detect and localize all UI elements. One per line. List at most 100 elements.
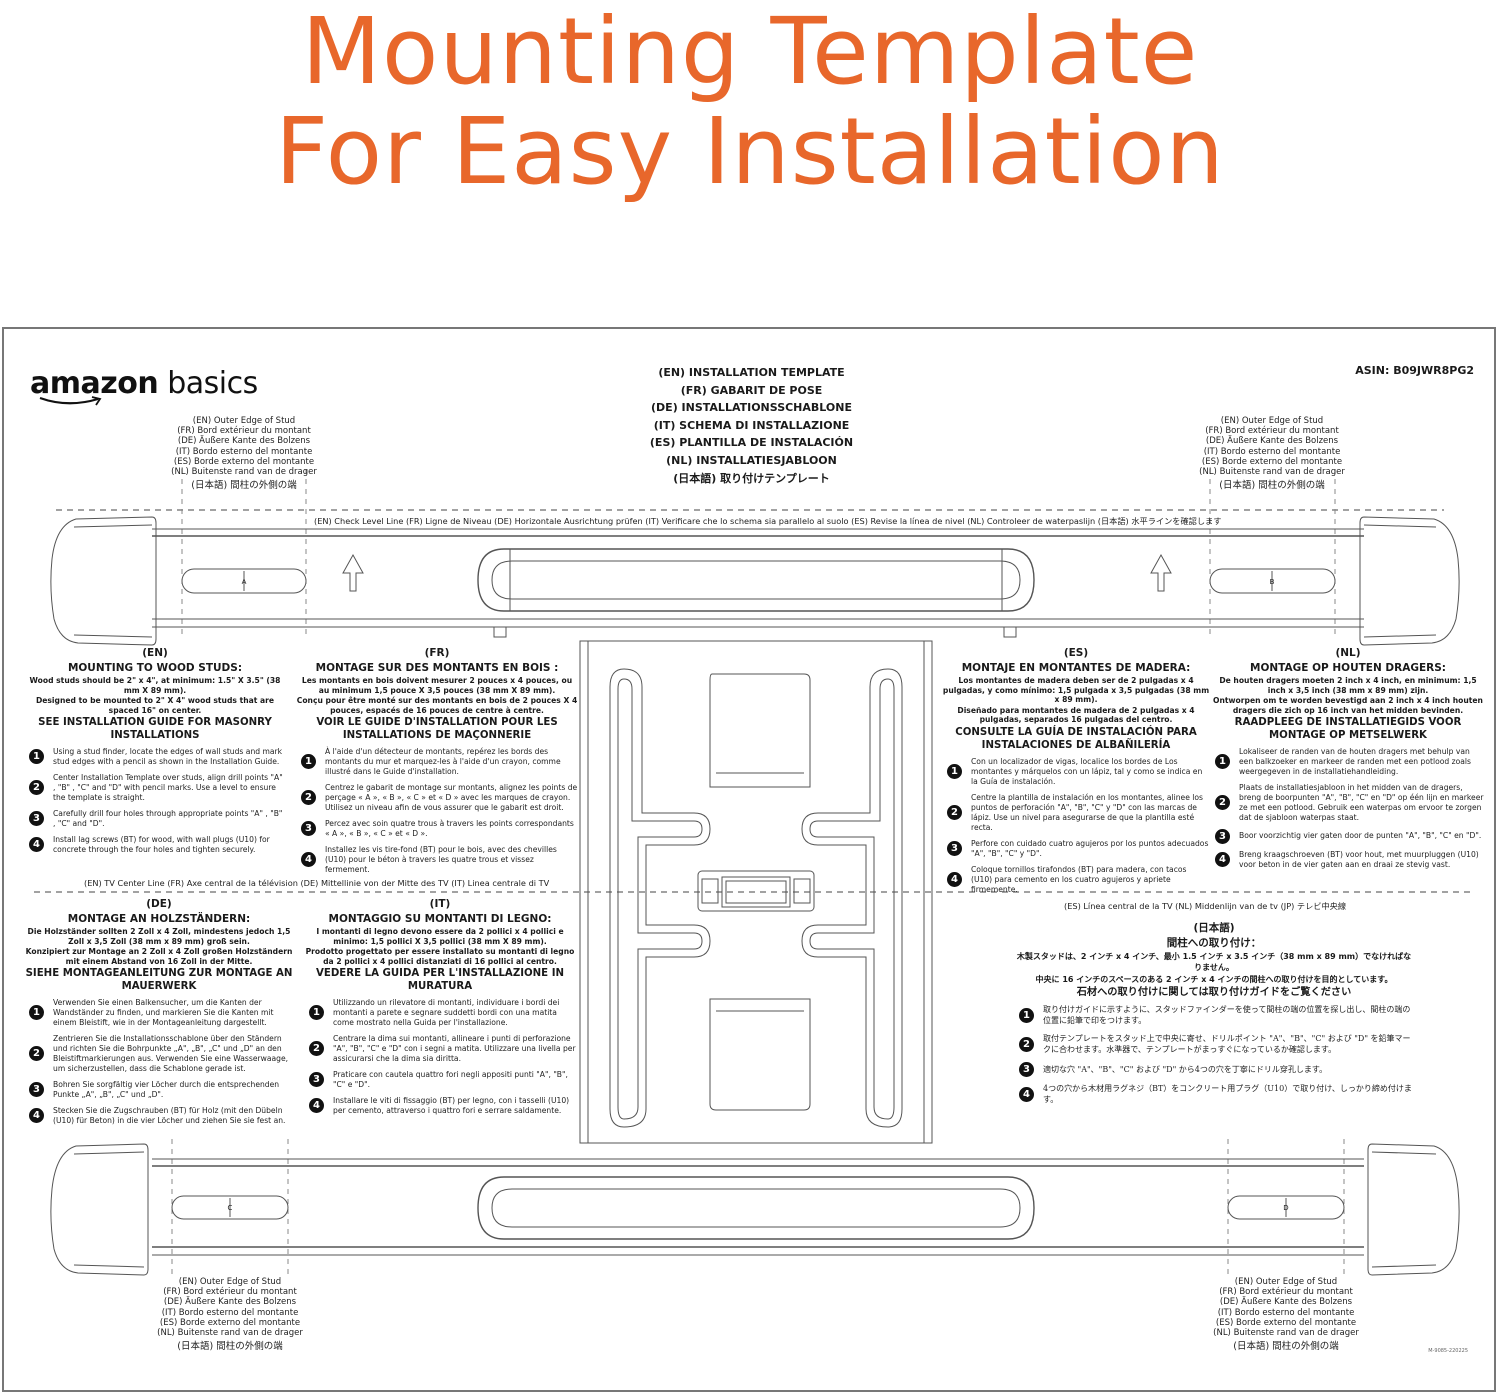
step-text: Carefully drill four holes through appro… <box>53 808 283 828</box>
step-text: Boor voorzichtig vier gaten door de punt… <box>1239 831 1482 841</box>
installation-template-title: (EN) INSTALLATION TEMPLATE (FR) GABARIT … <box>564 364 939 487</box>
step-number-icon: 2 <box>1215 795 1230 811</box>
step-number-icon: 1 <box>29 1005 44 1021</box>
section-lang: (EN) <box>142 647 168 659</box>
step-text: Lokaliseer de randen van de houten drage… <box>1239 746 1471 776</box>
section-heading: MONTAJE EN MONTANTES DE MADERA: <box>961 662 1191 674</box>
stud-label-line: (IT) Bordo esterno del montante <box>1217 1307 1355 1318</box>
bottom-rail <box>50 1143 1460 1276</box>
step-number-icon: 3 <box>29 1082 44 1098</box>
stud-label-line-jp: (日本語) 間柱の外側の端 <box>191 480 297 492</box>
logo-word-basics: basics <box>167 366 258 401</box>
logo-word-amazon: amazon <box>30 366 159 401</box>
step-text: Utilizzando un rilevatore di montanti, i… <box>333 997 560 1027</box>
drill-slot-d <box>1227 1195 1345 1220</box>
step-text: Installare le viti di fissaggio (BT) per… <box>333 1095 570 1115</box>
step-text: Installez les vis tire-fond (BT) pour le… <box>325 844 557 874</box>
step-number-icon: 4 <box>29 1108 44 1124</box>
drill-slot-c <box>171 1195 289 1220</box>
tv-center-line-label-right: (ES) Línea central de la TV (NL) Middenl… <box>1064 901 1347 911</box>
stud-edge-label-bottom-right: (EN) Outer Edge of Stud (FR) Bord extéri… <box>1186 1277 1386 1352</box>
stud-label-line: (FR) Bord extérieur du montant <box>177 426 311 437</box>
instructions-fr: (FR) MONTAGE SUR DES MONTANTS EN BOIS : … <box>296 646 578 881</box>
instructions-jp: (日本語) 間柱への取り付け： 木製スタッドは、2 インチ x 4 インチ、最小… <box>1014 921 1414 1112</box>
stud-label-line-jp: (日本語) 間柱の外側の端 <box>177 1341 283 1353</box>
title-line: (日本語) 取り付けテンプレート <box>673 471 830 485</box>
section-masonry-note: CONSULTE LA GUÍA DE INSTALACIÓN PARA INS… <box>955 726 1197 751</box>
step-text: Plaats de installatiesjabloon in het mid… <box>1239 782 1484 822</box>
step-text: À l'aide d'un détecteur de montants, rep… <box>325 746 561 776</box>
stud-label-line: (DE) Äußere Kante des Bolzens <box>1219 1297 1353 1308</box>
step-text: Perfore con cuidado cuatro agujeros por … <box>971 838 1209 858</box>
step-number-icon: 1 <box>947 764 962 780</box>
step-number-icon: 2 <box>29 780 44 796</box>
step-text: Con un localizador de vigas, localice lo… <box>971 756 1203 786</box>
section-requirements: De houten dragers moeten 2 inch x 4 inch… <box>1219 676 1477 695</box>
section-spacing: 中央に 16 インチのスペースのある 2 インチ x 4 インチの間柱への取り付… <box>1035 975 1393 984</box>
step-text: Centrez le gabarit de montage sur montan… <box>325 782 578 812</box>
instructions-de: (DE) MONTAGE AN HOLZSTÄNDERN: Die Holzst… <box>24 897 294 1132</box>
section-spacing: Diseñado para montantes de madera de 2 p… <box>957 705 1195 725</box>
step-list: 1 Con un localizador de vigas, localice l… <box>942 757 1210 895</box>
stud-label-line: (ES) Borde externo del montante <box>1201 456 1343 467</box>
stud-label-line: (IT) Bordo esterno del montante <box>175 446 313 457</box>
step-text: Centrare la dima sui montanti, allineare… <box>333 1033 576 1063</box>
section-heading: 間柱への取り付け： <box>1166 937 1262 949</box>
title-line: (DE) INSTALLATIONSSCHABLONE <box>651 401 852 415</box>
section-heading: MOUNTING TO WOOD STUDS: <box>67 662 243 674</box>
step-number-icon: 3 <box>1019 1061 1034 1077</box>
section-requirements: Wood studs should be 2" x 4", at minimum… <box>29 676 281 695</box>
stud-label-line: (IT) Bordo esterno del montante <box>161 1307 299 1318</box>
step-list: 1 À l'aide d'un détecteur de montants, re… <box>296 747 578 875</box>
section-lang: (IT) <box>429 898 451 910</box>
drill-point-label-d: D <box>1283 1204 1288 1212</box>
step-text: 取付テンプレートをスタッド上で中央に寄せ、ドリルポイント "A"、"B"、"C"… <box>1043 1033 1411 1055</box>
section-heading: MONTAGE AN HOLZSTÄNDERN: <box>67 913 251 925</box>
step-text: 4つの穴から木材用ラグネジ（BT）をコンクリート用プラグ（U10）で取り付け、し… <box>1043 1083 1412 1105</box>
step-item: 3 Praticare con cautela quattro fori negl… <box>304 1070 576 1090</box>
step-item: 4 Stecken Sie die Zugschrauben (BT) für H… <box>24 1106 294 1126</box>
stud-edge-label-bottom-left: (EN) Outer Edge of Stud (FR) Bord extéri… <box>130 1277 330 1352</box>
step-text: Zentrieren Sie die Installationsschablon… <box>53 1033 289 1073</box>
step-number-icon: 4 <box>1215 852 1230 868</box>
stud-label-line: (NL) Buitenste rand van de drager <box>157 1328 303 1339</box>
stud-edge-label-top-right: (EN) Outer Edge of Stud (FR) Bord extéri… <box>1172 416 1372 491</box>
section-spacing: Designed to be mounted to 2" X 4" wood s… <box>35 696 275 715</box>
step-text: Stecken Sie die Zugschrauben (BT) für Ho… <box>53 1105 286 1125</box>
step-text: 適切な穴 "A"、"B"、"C" および "D" から4つの穴を丁寧にドリル穿孔… <box>1043 1064 1328 1074</box>
tv-center-line-label-left: (EN) TV Center Line (FR) Axe central de … <box>84 878 550 888</box>
check-level-line-label: (EN) Check Level Line (FR) Ligne de Nive… <box>314 516 1222 526</box>
section-masonry-note: RAADPLEEG DE INSTALLATIEGIDS VOOR MONTAG… <box>1234 717 1462 742</box>
stud-label-line: (EN) Outer Edge of Stud <box>178 1277 282 1287</box>
stud-label-line: (DE) Äußere Kante des Bolzens <box>163 1297 297 1308</box>
stud-label-line: (EN) Outer Edge of Stud <box>1220 416 1324 426</box>
section-masonry-note: VOIR LE GUIDE D'INSTALLATION POUR LES IN… <box>316 717 558 742</box>
instructions-nl: (NL) MONTAGE OP HOUTEN DRAGERS: De houte… <box>1210 646 1486 876</box>
step-number-icon: 3 <box>309 1072 324 1088</box>
step-item: 3 Percez avec soin quatre trous à travers… <box>296 819 578 839</box>
step-number-icon: 2 <box>947 805 962 821</box>
stud-label-line: (DE) Äußere Kante des Bolzens <box>177 436 311 447</box>
step-item: 3 適切な穴 "A"、"B"、"C" および "D" から4つの穴を丁寧にドリル穿… <box>1014 1061 1414 1077</box>
section-masonry-note: SIEHE MONTAGEANLEITUNG ZUR MONTAGE AN MA… <box>25 968 293 993</box>
step-text: Percez avec soin quatre trous à travers … <box>325 818 574 838</box>
step-text: Praticare con cautela quattro fori negli… <box>333 1069 568 1089</box>
title-line: (NL) INSTALLATIESJABLOON <box>666 453 837 467</box>
step-number-icon: 1 <box>301 754 316 770</box>
section-spacing: Ontworpen om te worden bevestigd aan 2 i… <box>1213 696 1483 715</box>
top-rail <box>50 516 1460 646</box>
section-masonry-note: 石材への取り付けに関しては取り付けガイドをご覧ください <box>1076 987 1352 998</box>
step-number-icon: 3 <box>301 821 316 837</box>
drill-point-label-a: A <box>242 578 247 586</box>
step-number-icon: 2 <box>29 1046 44 1062</box>
instructions-es: (ES) MONTAJE EN MONTANTES DE MADERA: Los… <box>942 646 1210 901</box>
